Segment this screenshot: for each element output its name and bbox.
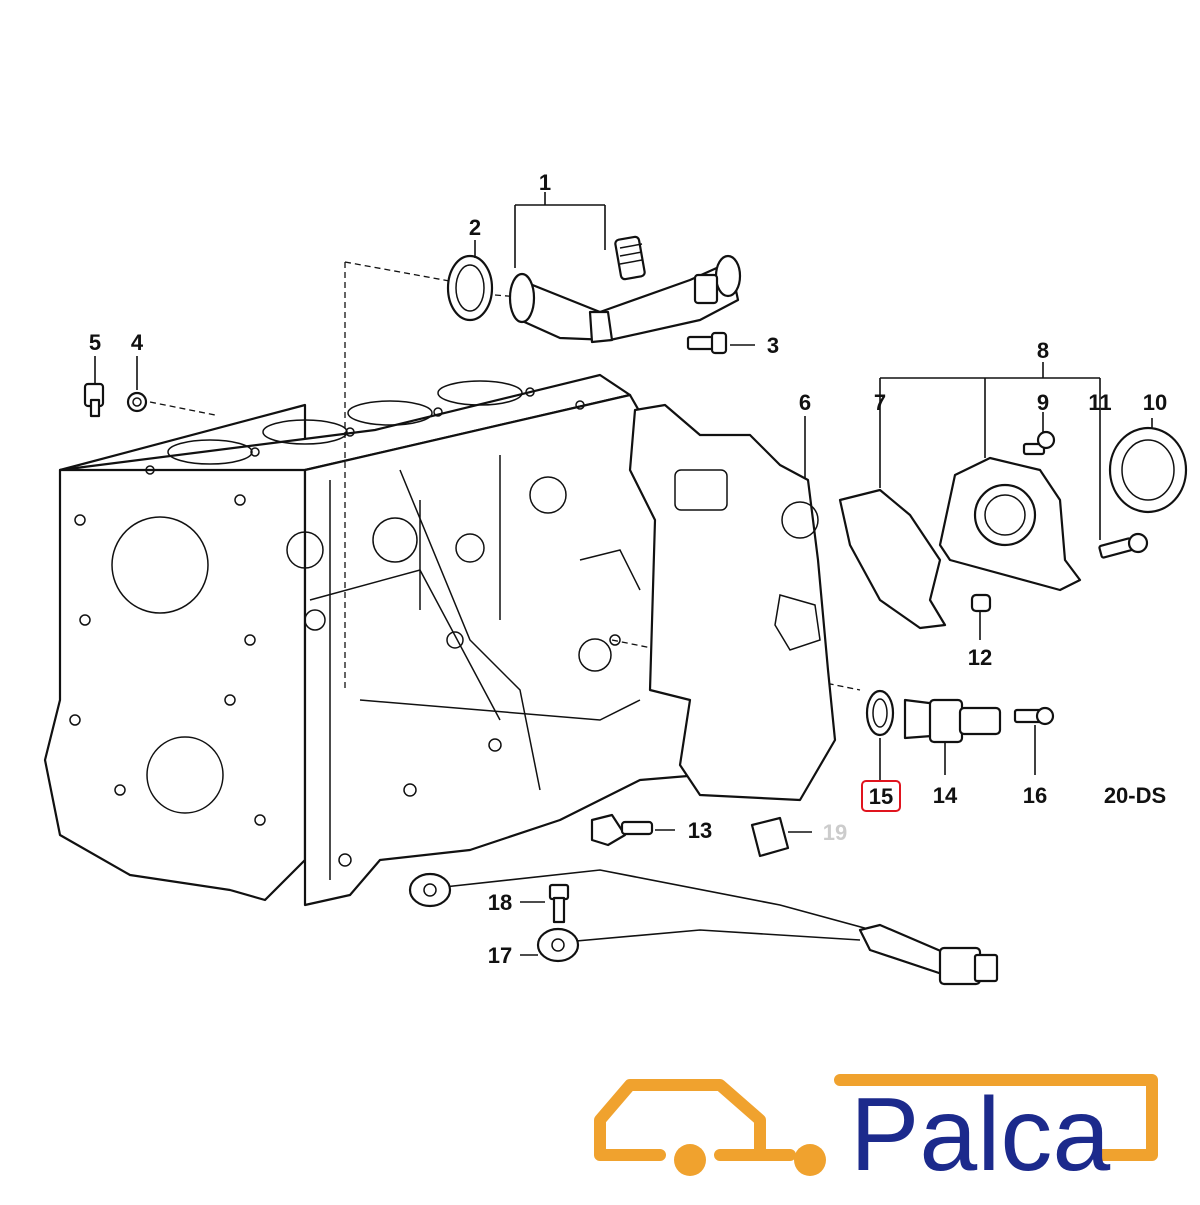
highlighted-callout-box: 15 — [861, 780, 901, 812]
callout-7: 7 — [874, 390, 886, 415]
part-11-bolt — [1098, 532, 1149, 559]
part-9-bolt — [1022, 430, 1056, 456]
callout-6: 6 — [799, 390, 811, 415]
part-7-gasket — [838, 488, 947, 630]
part-8-seal-housing — [938, 456, 1082, 592]
callout-19: 19 — [823, 820, 847, 845]
part-14-sensor — [903, 698, 1002, 744]
callout-8: 8 — [1037, 338, 1049, 363]
callout-15: 15 — [869, 784, 893, 809]
part-5-stud-bolt — [83, 382, 105, 418]
callout-1: 1 — [539, 170, 551, 195]
callout-4: 4 — [131, 330, 144, 355]
part-19-spacer — [750, 816, 790, 858]
palca-logo: Palca — [594, 1074, 1158, 1193]
callout-3: 3 — [767, 333, 779, 358]
truck-icon — [594, 1074, 1158, 1176]
callout-13: 13 — [688, 818, 712, 843]
callout-9: 9 — [1037, 390, 1049, 415]
part-3-bolt — [686, 331, 728, 355]
callout-10: 10 — [1143, 390, 1167, 415]
palca-logo-text: Palca — [850, 1077, 1110, 1193]
part-15-oring — [865, 689, 895, 737]
callout-11: 11 — [1088, 390, 1111, 415]
part-10-shaft-seal — [1108, 426, 1188, 514]
callout-17: 17 — [488, 943, 512, 968]
callout-2: 2 — [469, 215, 481, 240]
diagram-code: 20-DS — [1104, 783, 1166, 808]
callout-18: 18 — [488, 890, 512, 915]
part-16-bolt — [1013, 706, 1055, 726]
part-12-dowel — [970, 593, 992, 613]
part-4-washer-nut — [126, 391, 148, 413]
callout-16: 16 — [1023, 783, 1047, 808]
part-2-oring — [446, 254, 494, 322]
part-18-bolt — [548, 883, 570, 924]
part-13-sensor — [590, 813, 654, 847]
leader-lines — [94, 192, 1153, 956]
part-17-knock-sensor-harness — [408, 869, 999, 986]
callout-12: 12 — [968, 645, 992, 670]
callout-labels: 1 2 3 4 5 6 7 8 9 10 11 12 13 14 15 16 1… — [89, 170, 1167, 968]
callout-14: 14 — [933, 783, 958, 808]
callout-5: 5 — [89, 330, 101, 355]
engine-block — [43, 373, 717, 907]
highlight-box — [861, 780, 901, 812]
part-1-coolant-pipe — [508, 235, 742, 344]
part-6-gasket — [628, 403, 837, 802]
